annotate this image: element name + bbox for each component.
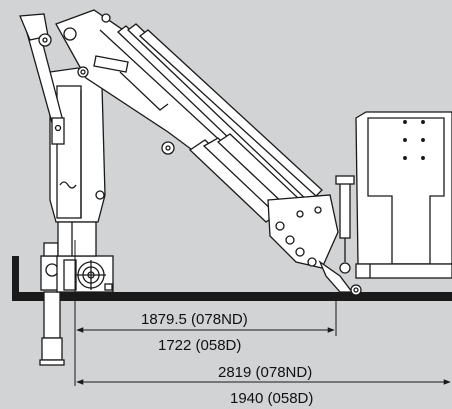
crane-column (49, 67, 106, 257)
slewing-cylinder (19, 13, 65, 145)
extension-booms (116, 23, 323, 223)
crane-base (56, 255, 114, 293)
truck-cab (355, 111, 452, 279)
dimension-label-2: 1722 (058D) (158, 337, 241, 354)
dimension-label-3: 2819 (078ND) (218, 364, 312, 381)
dimension-label-1: 1879.5 (078ND) (141, 311, 248, 328)
dimension-arrows (76, 327, 451, 385)
dimension-extension-lines (74, 240, 337, 386)
dimension-label-4: 1940 (058D) (230, 390, 313, 407)
boom-cylinder (335, 175, 355, 274)
boom-tip (267, 194, 362, 296)
